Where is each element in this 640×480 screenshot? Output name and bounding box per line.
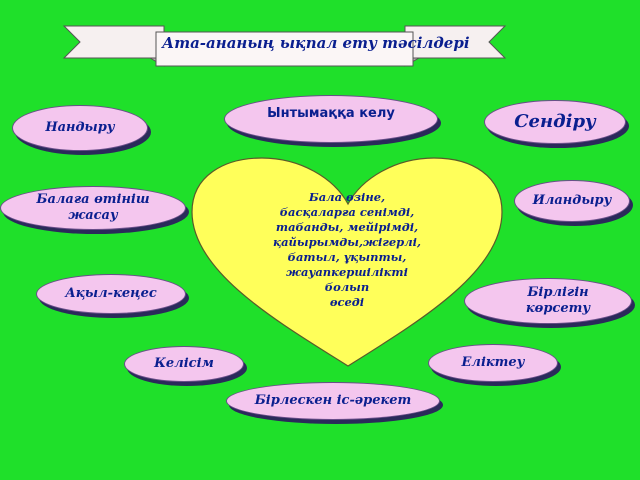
oval-aqyl-kenes: Ақыл-кеңес (36, 274, 186, 314)
heart-line: өседі (329, 295, 365, 309)
heart-line: батыл, ұқыпты, (287, 250, 407, 264)
heart-line: жауапкершілікті (286, 265, 408, 279)
oval-label: Ақыл-кеңес (65, 286, 157, 301)
oval-birlesken-is-areket: Бірлескен іс-әрекет (226, 382, 440, 420)
heart-line: Бала өзіне, (308, 190, 386, 204)
banner-title: Ата-ананың ықпал ету тәсілдері (162, 34, 470, 52)
oval-otinish: Балаға өтініш жасау (0, 186, 186, 230)
title-banner: Ата-ананың ықпал ету тәсілдері (62, 14, 507, 74)
oval-yntymaqqa-kelu: Ынтымаққа келу (224, 95, 438, 143)
heart-line: болып (324, 280, 370, 294)
oval-birligin-korsetu: Бірлігін көрсету (464, 278, 632, 324)
oval-label: Сендіру (514, 111, 596, 132)
oval-label: Еліктеу (461, 355, 525, 370)
oval-label-line: Балаға өтініш (36, 192, 150, 207)
heart-text: Бала өзіне, басқаларға сенімді, табанды,… (262, 190, 432, 310)
heart-line: басқаларға сенімді, (279, 205, 415, 219)
oval-label: Ынтымаққа келу (267, 106, 395, 121)
oval-label-line: жасау (68, 208, 118, 223)
oval-sendiru: Сендіру (484, 100, 626, 144)
banner-scroll-shape (62, 25, 507, 67)
oval-label: Бірлескен іс-әрекет (254, 393, 412, 408)
oval-label: Келісім (154, 356, 214, 371)
heart-line: қайырымды,жігерлі, (273, 235, 421, 249)
oval-label: Нандыру (45, 120, 115, 135)
oval-label: Иландыру (532, 193, 612, 208)
oval-ilandyru: Иландыру (514, 180, 630, 222)
oval-nandyru: Нандыру (12, 105, 148, 151)
oval-kelisim: Келісім (124, 346, 244, 382)
oval-label-line: Бірлігін (527, 285, 589, 300)
heart-shape (191, 157, 503, 367)
oval-label-line: көрсету (525, 301, 591, 316)
heart-line: табанды, мейірімді, (275, 220, 419, 234)
oval-eliktey: Еліктеу (428, 344, 558, 382)
